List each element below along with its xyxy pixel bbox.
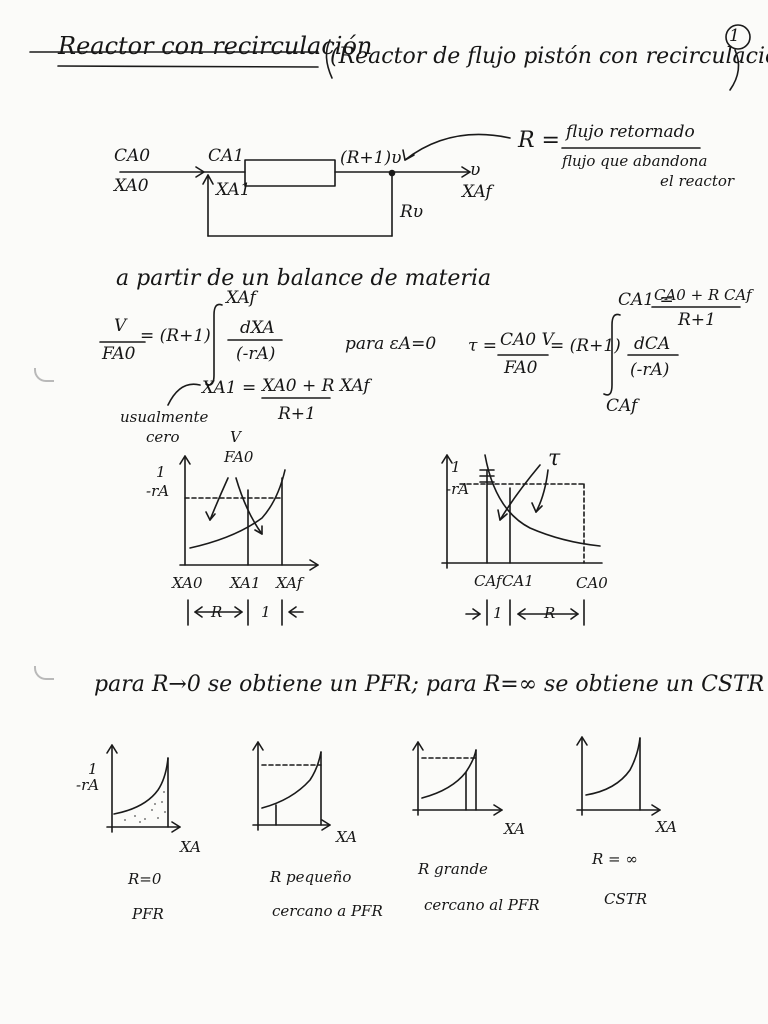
ca1-definition-lhs: CA1 = — [618, 290, 674, 310]
tau-integrand-denominator: (-rA) — [630, 360, 670, 380]
right-plot-span-r: R — [544, 604, 556, 622]
small-plot-ylabel-den: -rA — [76, 776, 100, 794]
space-time-coefficient: = (R+1) — [550, 336, 621, 356]
recycle-ratio-symbol: R = — [518, 128, 560, 153]
limit-cases-sentence: para R→0 se obtiene un PFR; para R=∞ se … — [94, 672, 765, 697]
tau-lower-limit: CAf — [606, 396, 638, 416]
right-plot-ylabel-num: 1 — [451, 458, 461, 476]
outlet-conversion: XAf — [462, 182, 492, 202]
right-plot-ylabel-den: -rA — [446, 480, 470, 498]
recycle-coefficient: = (R+1) — [140, 326, 211, 346]
left-plot-span-r: R — [211, 603, 223, 621]
small-plot-3-desc: cercano al PFR — [424, 896, 540, 914]
small-plot-2-desc: cercano a PFR — [272, 902, 383, 920]
xa1-denominator: R+1 — [278, 404, 316, 424]
ca1-numerator: CA0 + R CAf — [654, 286, 752, 304]
small-plot-4-case: R = ∞ — [592, 850, 638, 868]
recycle-ratio-denominator: flujo que abandona — [562, 152, 708, 170]
small-plot-3-case: R grande — [418, 860, 488, 878]
small-plot-2-xlabel: XA — [336, 828, 357, 846]
punch-hole-mark — [34, 666, 54, 680]
usually-zero-note-cont: cero — [146, 428, 180, 446]
space-time-symbol: τ = — [468, 336, 498, 356]
small-plot-2-case: R pequeño — [270, 868, 352, 886]
mixed-concentration: CA1 — [208, 146, 245, 166]
left-plot-span-1: 1 — [261, 603, 271, 621]
small-plot-ylabel-num: 1 — [88, 760, 98, 778]
right-plot-annotation: τ — [548, 446, 561, 471]
small-plot-4-xlabel: XA — [656, 818, 677, 836]
left-plot-tick-0: XA0 — [172, 574, 203, 592]
reactor-flow-label: (R+1)υ — [340, 148, 402, 168]
outlet-flow-label: υ — [470, 160, 481, 180]
space-time-denominator: FA0 — [504, 358, 538, 378]
left-plot-ylabel-num: 1 — [156, 463, 166, 481]
small-plot-1-xlabel: XA — [180, 838, 201, 856]
left-plot-ylabel-den: -rA — [146, 482, 170, 500]
recycle-ratio-denominator-cont: el reactor — [660, 172, 735, 190]
constant-density-condition: para εA=0 — [345, 334, 437, 354]
integral-upper-limit: XAf — [226, 288, 256, 308]
right-plot-tick-2: CA0 — [576, 574, 608, 592]
recycle-ratio-numerator: flujo retornado — [566, 122, 695, 142]
recycle-stream-label: Rυ — [400, 202, 424, 222]
small-plot-1-case: R=0 — [128, 870, 162, 888]
right-plot-tick-0: CAf — [474, 572, 502, 590]
volume-over-flow-den: FA0 — [102, 344, 136, 364]
left-plot-tick-1: XA1 — [230, 574, 261, 592]
tau-integrand-numerator: dCA — [634, 334, 671, 354]
right-plot-span-1: 1 — [493, 604, 503, 622]
integral-lower-limit: XA1 = — [202, 378, 257, 398]
page-subtitle: (Reactor de flujo pistón con recirculaci… — [330, 44, 768, 69]
ca1-denominator: R+1 — [678, 310, 716, 330]
punch-hole-mark — [34, 368, 54, 382]
usually-zero-note: usualmente — [120, 408, 209, 426]
volume-over-flow-num: V — [114, 316, 127, 336]
left-plot-annotation-den: FA0 — [224, 448, 254, 466]
page-number: 1 — [729, 26, 740, 46]
small-plot-1-desc: PFR — [132, 905, 164, 923]
right-plot-tick-1: CA1 — [502, 572, 534, 590]
inlet-concentration: CA0 — [114, 146, 151, 166]
balance-intro: a partir de un balance de materia — [116, 266, 492, 291]
small-plot-3-xlabel: XA — [504, 820, 525, 838]
left-plot-tick-2: XAf — [276, 574, 303, 592]
integrand-denominator: (-rA) — [236, 344, 276, 364]
small-plot-4-desc: CSTR — [604, 890, 648, 908]
xa1-numerator: XA0 + R XAf — [262, 376, 370, 396]
integrand-numerator: dXA — [240, 318, 275, 338]
space-time-numerator: CA0 V — [500, 330, 554, 350]
page-title: Reactor con recirculación — [58, 32, 373, 60]
left-plot-annotation-num: V — [230, 428, 241, 446]
inlet-conversion: XA0 — [114, 176, 149, 196]
mixed-conversion: XA1 — [216, 180, 251, 200]
